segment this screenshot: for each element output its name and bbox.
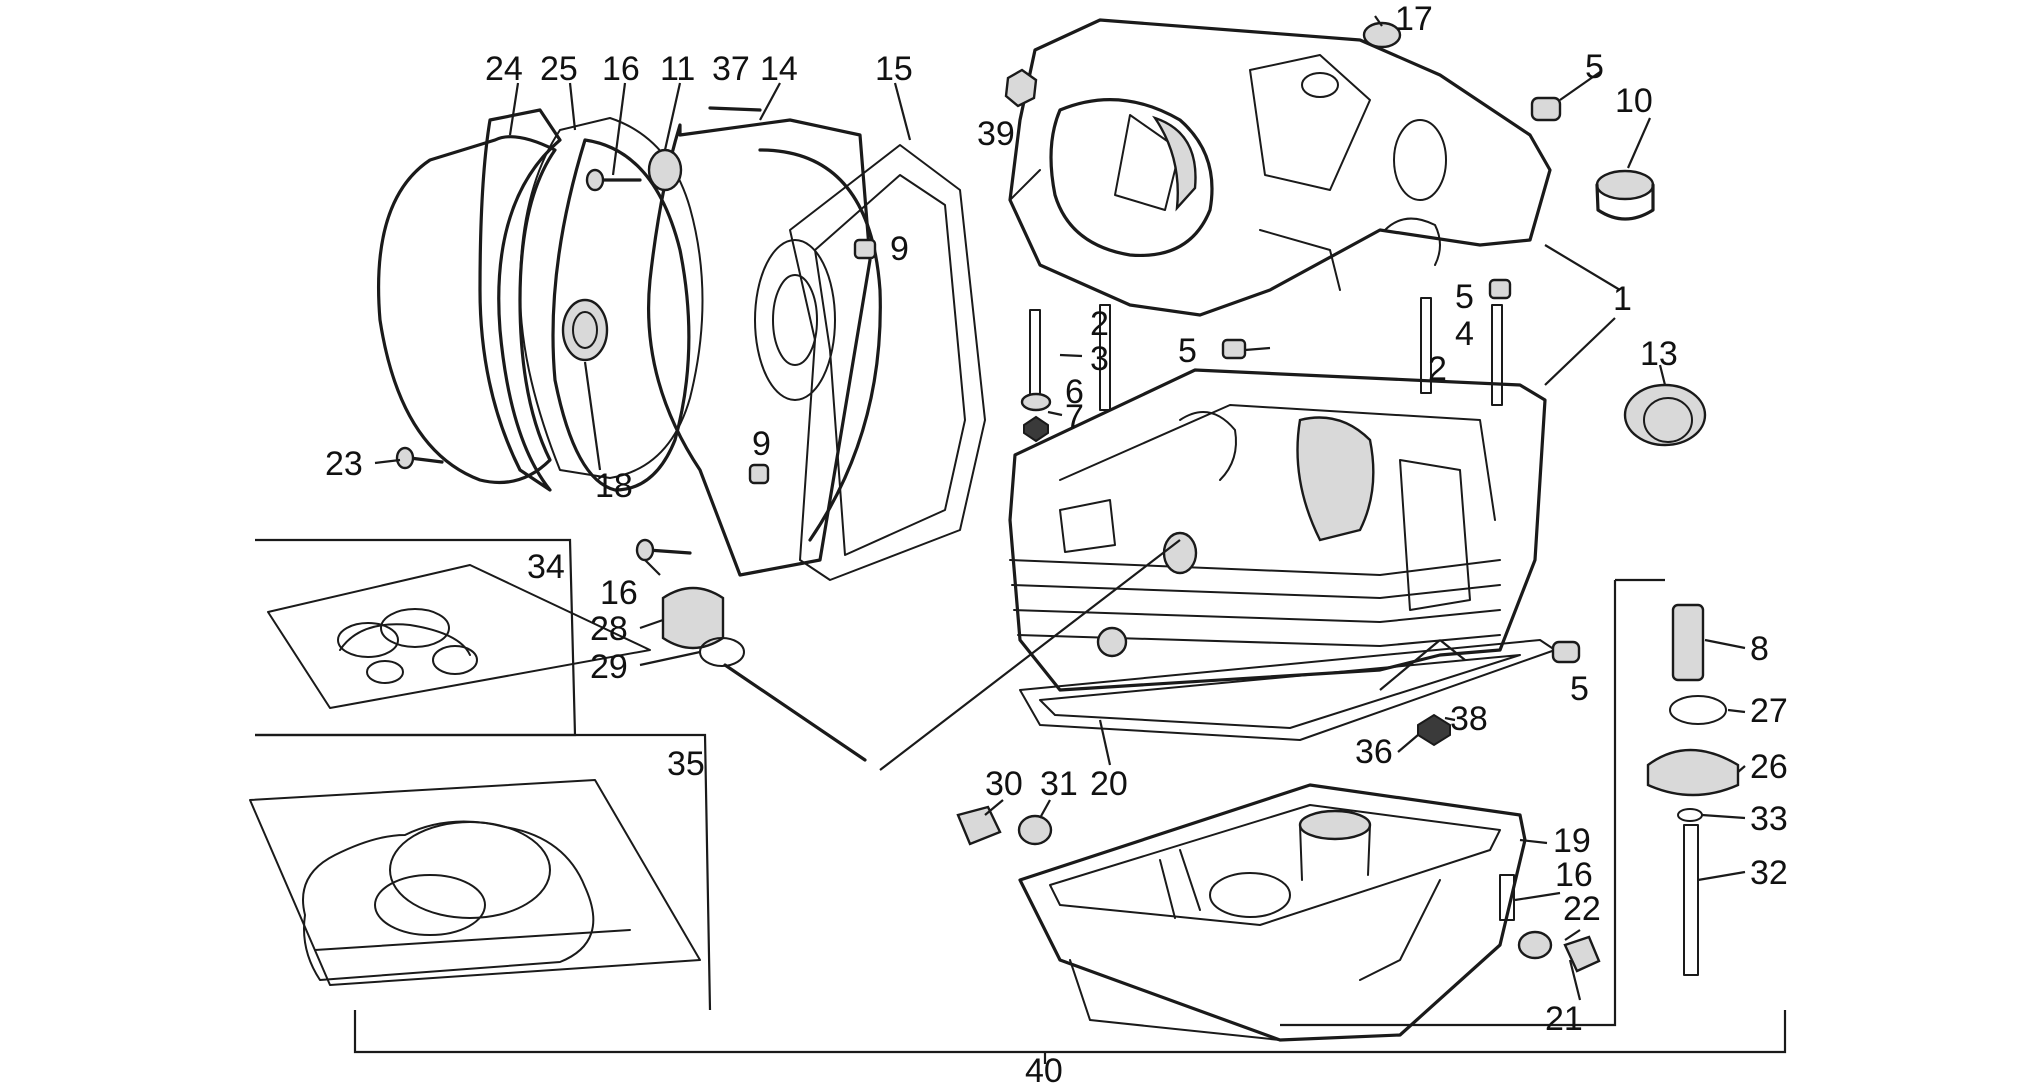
callout-26: 26 — [1750, 748, 1788, 786]
callout-15: 15 — [875, 50, 913, 88]
small-parts — [395, 21, 1740, 976]
callout-10: 10 — [1615, 82, 1653, 120]
outer-cover-24 — [376, 108, 562, 492]
callout-19: 19 — [1553, 822, 1591, 860]
callout-30: 30 — [985, 765, 1023, 803]
callout-36: 36 — [1355, 733, 1393, 771]
callout-18: 18 — [595, 467, 633, 505]
callout-5-right: 5 — [1455, 278, 1474, 316]
callout-6: 6 — [1065, 373, 1084, 411]
callout-28: 28 — [590, 610, 628, 648]
callout-7: 7 — [1065, 398, 1084, 436]
callout-16-left: 16 — [600, 574, 638, 612]
bracket-40 — [353, 1010, 1787, 1064]
lower-crankcase — [1008, 368, 1547, 692]
callout-5-center: 5 — [1178, 332, 1197, 370]
callout-31: 31 — [1040, 765, 1078, 803]
gasket-20 — [1019, 639, 1556, 741]
callout-1: 1 — [1613, 280, 1632, 318]
callout-34: 34 — [527, 548, 565, 586]
callout-21: 21 — [1545, 1000, 1583, 1038]
callout-22: 22 — [1563, 890, 1601, 928]
callout-5-bottom: 5 — [1570, 670, 1589, 708]
callout-39: 39 — [977, 115, 1015, 153]
callout-3: 3 — [1090, 340, 1109, 378]
callout-35: 35 — [667, 745, 705, 783]
callout-4: 4 — [1455, 315, 1474, 353]
callout-24: 24 — [485, 50, 523, 88]
callout-17: 17 — [1395, 0, 1433, 38]
gasket-kit-35 — [249, 733, 712, 1011]
gasket-25 — [519, 117, 704, 479]
callout-labels: 1 2 2 3 4 5 5 5 5 6 7 8 9 9 10 11 13 14 … — [325, 0, 1788, 1086]
callout-9-lower: 9 — [752, 425, 771, 463]
callout-23: 23 — [325, 445, 363, 483]
gasket-kit-34 — [255, 538, 651, 737]
callout-2-upper: 2 — [1090, 305, 1109, 343]
callout-37: 37 — [712, 50, 750, 88]
oil-sump-19 — [1018, 783, 1527, 1042]
callout-20: 20 — [1090, 765, 1128, 803]
cover-with-seal-18 — [551, 138, 691, 492]
callout-33: 33 — [1750, 800, 1788, 838]
callout-16-bottom: 16 — [1555, 856, 1593, 894]
callout-9-upper: 9 — [890, 230, 909, 268]
callout-13: 13 — [1640, 335, 1678, 373]
callout-29: 29 — [590, 648, 628, 686]
callout-11: 11 — [660, 50, 695, 88]
callout-5-top: 5 — [1585, 48, 1604, 86]
callout-32: 32 — [1750, 854, 1788, 892]
callout-2-lower: 2 — [1428, 350, 1447, 388]
upper-crankcase — [1008, 18, 1552, 317]
callout-8: 8 — [1750, 630, 1769, 668]
callout-16-top: 16 — [602, 50, 640, 88]
callout-14: 14 — [760, 50, 798, 88]
gasket-15 — [789, 144, 986, 581]
callout-25: 25 — [540, 50, 578, 88]
callout-40: 40 — [1025, 1052, 1063, 1086]
callout-38: 38 — [1450, 700, 1488, 738]
leader-lines — [374, 15, 1746, 1027]
callout-27: 27 — [1750, 692, 1788, 730]
